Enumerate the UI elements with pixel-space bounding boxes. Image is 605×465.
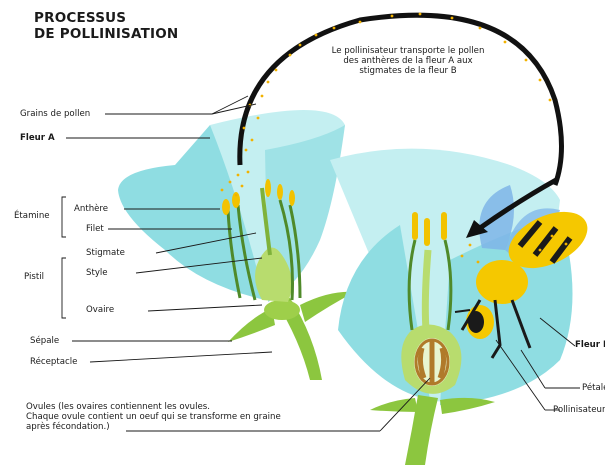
label-fleur-b: Fleur B [575,340,605,350]
label-pollinisateur: Pollinisateur [553,405,605,415]
label-petale: Pétale [582,383,605,393]
